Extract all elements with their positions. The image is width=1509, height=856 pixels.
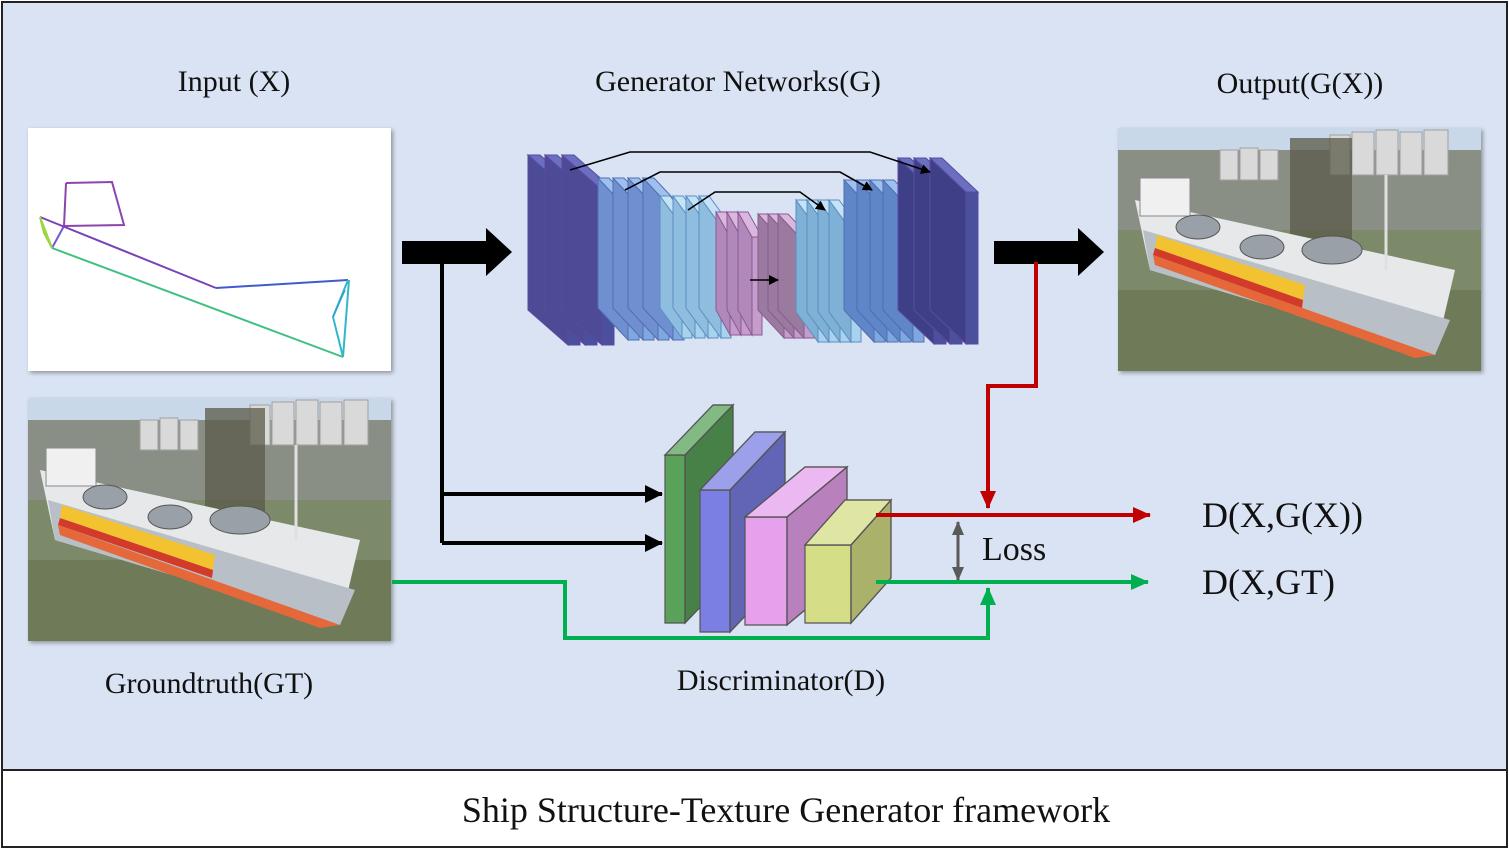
output-to-loss-red-line <box>980 262 1038 509</box>
input-label: Input (X) <box>178 65 290 98</box>
discriminator-block-4 <box>803 498 893 625</box>
output-ship-photo <box>1118 128 1481 371</box>
groundtruth-label: Groundtruth(GT) <box>105 667 313 700</box>
groundtruth-ship-photo <box>28 398 391 641</box>
output-label: Output(G(X)) <box>1217 67 1384 100</box>
generator-flow-arrows <box>402 228 1104 276</box>
skip-connections <box>569 151 931 285</box>
fake-path <box>876 262 1151 523</box>
input-to-generator-arrow <box>402 228 512 276</box>
discriminator-block-2 <box>698 430 787 634</box>
real-path <box>392 574 1149 640</box>
caption-box <box>1 769 1508 848</box>
d-real-label: D(X,GT) <box>1202 562 1335 602</box>
generator-layer-dec4-3 <box>928 156 980 346</box>
groundtruth-to-loss-green-line <box>392 580 996 640</box>
skip-connection-inner <box>687 191 826 211</box>
d-fake-label: D(X,G(X)) <box>1202 495 1363 535</box>
generator-label: Generator Networks(G) <box>595 65 881 98</box>
generator-to-output-arrow <box>994 228 1104 276</box>
diagram-panel <box>1 1 1508 771</box>
loss-label: Loss <box>982 531 1046 568</box>
discriminator-network <box>663 403 893 634</box>
caption-text: Ship Structure-Texture Generator framewo… <box>462 790 1110 830</box>
input-sketch-image <box>28 128 391 371</box>
input-to-discriminator-lines <box>440 252 663 552</box>
discriminator-label: Discriminator(D) <box>677 664 885 697</box>
skip-connection-outer <box>569 151 931 174</box>
skip-connection-middle <box>624 171 873 191</box>
